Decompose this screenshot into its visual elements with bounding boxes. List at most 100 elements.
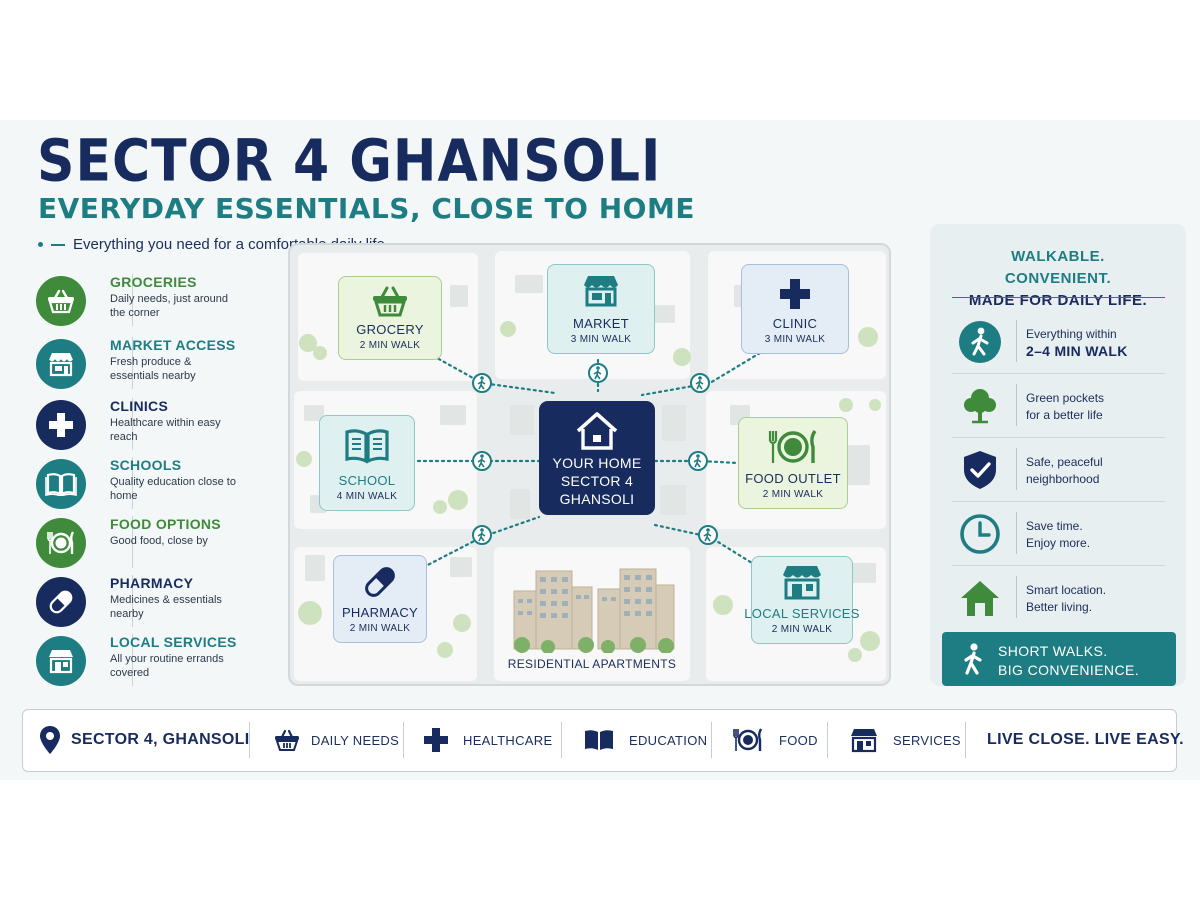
clock-icon: [958, 512, 1002, 556]
shop-icon: [851, 729, 877, 753]
walking-person-icon: [964, 643, 982, 675]
storefront-icon: [584, 276, 618, 307]
feature-title: LOCAL SERVICES: [110, 634, 237, 650]
benefit-divider: [1016, 320, 1017, 362]
feature-divider: [132, 575, 133, 627]
walking-person-icon: [698, 525, 718, 545]
map-card-food-outlet: FOOD OUTLET 2 MIN WALK: [738, 417, 848, 509]
footer-education: EDUCATION: [583, 710, 707, 770]
walk-time: 2 MIN WALK: [359, 340, 421, 351]
feature-groceries: GROCERIES Daily needs, just around the c…: [36, 274, 281, 330]
page-subtitle: EVERYDAY ESSENTIALS, CLOSE TO HOME: [38, 192, 695, 225]
feature-food-options: FOOD OPTIONS Good food, close by: [36, 516, 281, 572]
feature-schools: SCHOOLS Quality education close to home: [36, 457, 281, 513]
benefit-highlight: 2–4 MIN WALK: [1026, 343, 1128, 359]
footer-divider: [965, 722, 966, 758]
footer-slogan-text: LIVE CLOSE. LIVE EASY.: [987, 731, 1184, 748]
home-label-line: SECTOR 4: [560, 473, 634, 489]
footer-slogan: LIVE CLOSE. LIVE EASY.: [987, 710, 1184, 770]
walking-person-icon: [472, 525, 492, 545]
walking-person-icon: [588, 363, 608, 383]
walking-person-icon: [958, 320, 1002, 364]
walk-time: 2 MIN WALK: [771, 624, 833, 635]
cta-line: BIG CONVENIENCE.: [998, 662, 1139, 678]
benefit-line: Everything within: [1026, 327, 1117, 341]
place-label: SCHOOL: [338, 473, 396, 488]
footer-location: SECTOR 4, GHANSOLI: [39, 710, 249, 770]
benefit-line: Smart location.: [1026, 583, 1107, 597]
home-marker: YOUR HOME SECTOR 4 GHANSOLI: [539, 401, 655, 515]
home-label-line: GHANSOLI: [559, 491, 635, 507]
feature-divider: [132, 457, 133, 509]
home-label-line: YOUR HOME: [552, 455, 642, 471]
plate-cutlery-icon: [36, 518, 86, 568]
benefit-divider: [1016, 512, 1017, 554]
plate-cutlery-icon: [768, 430, 817, 463]
basket-icon: [275, 729, 299, 751]
map-card-local-services: LOCAL SERVICES 2 MIN WALK: [744, 556, 859, 644]
map-card-clinic: CLINIC 3 MIN WALK: [741, 264, 849, 354]
footer-divider: [403, 722, 404, 758]
place-label: FOOD OUTLET: [745, 471, 841, 486]
tagline-dot: [38, 242, 43, 247]
footer-item-label: DAILY NEEDS: [311, 732, 400, 748]
footer-item-label: HEALTHCARE: [463, 732, 553, 748]
feature-title: FOOD OPTIONS: [110, 516, 221, 532]
house-icon: [576, 412, 618, 450]
neighborhood-map: GROCERY 2 MIN WALK MARKET 3 MIN WALK CLI…: [288, 243, 891, 686]
walking-person-icon: [472, 451, 492, 471]
benefit-line: Better living.: [1026, 600, 1093, 614]
benefit-line: Green pockets: [1026, 391, 1105, 405]
footer-divider: [249, 722, 250, 758]
feature-description: Healthcare within easy reach: [110, 417, 221, 443]
walk-time: 4 MIN WALK: [336, 491, 398, 502]
benefit-divider: [1016, 448, 1017, 490]
feature-title: PHARMACY: [110, 575, 194, 591]
tagline-rule-left: [51, 243, 65, 246]
home-label: YOUR HOME SECTOR 4 GHANSOLI: [539, 454, 655, 508]
feature-title: SCHOOLS: [110, 457, 182, 473]
footer-divider: [711, 722, 712, 758]
benefit-walk-time: Everything within 2–4 MIN WALK: [952, 310, 1165, 374]
benefit-line: Safe, peaceful: [1026, 455, 1103, 469]
apartments-label: RESIDENTIAL APARTMENTS: [507, 657, 677, 671]
feature-market-access: MARKET ACCESS Fresh produce & essentials…: [36, 337, 281, 393]
feature-description: Quality education close to home: [110, 476, 236, 502]
feature-title: MARKET ACCESS: [110, 337, 236, 353]
map-card-pharmacy: PHARMACY 2 MIN WALK: [333, 555, 427, 643]
cta-line: SHORT WALKS.: [998, 643, 1108, 659]
feature-description: Medicines & essentials nearby: [110, 594, 222, 620]
place-label: GROCERY: [356, 322, 424, 337]
place-label: CLINIC: [772, 316, 818, 331]
shop-icon: [783, 566, 821, 600]
feature-divider: [132, 274, 133, 326]
apartment-buildings-icon: [513, 568, 675, 653]
medical-cross-icon: [424, 728, 448, 752]
benefit-smart-location: Smart location. Better living.: [952, 566, 1165, 630]
location-pin-icon: [40, 726, 60, 754]
footer-food: FOOD: [731, 710, 818, 770]
feature-local-services: LOCAL SERVICES All your routine errands …: [36, 634, 281, 690]
house-icon: [958, 576, 1002, 620]
feature-clinics: CLINICS Healthcare within easy reach: [36, 398, 281, 454]
map-card-market: MARKET 3 MIN WALK: [547, 264, 655, 354]
cta-text: SHORT WALKS. BIG CONVENIENCE.: [998, 642, 1139, 680]
map-card-grocery: GROCERY 2 MIN WALK: [338, 276, 442, 360]
feature-description: Good food, close by: [110, 535, 208, 547]
feature-pharmacy: PHARMACY Medicines & essentials nearby: [36, 575, 281, 631]
feature-divider: [132, 634, 133, 686]
footer-bar: SECTOR 4, GHANSOLI DAILY NEEDS HEALTHCAR…: [22, 709, 1184, 772]
feature-divider: [132, 398, 133, 450]
footer-divider: [561, 722, 562, 758]
footer-daily-needs: DAILY NEEDS: [273, 710, 399, 770]
benefit-text: Everything within 2–4 MIN WALK: [1026, 326, 1128, 361]
page-title: SECTOR 4 GHANSOLI: [37, 128, 662, 196]
footer-item-label: EDUCATION: [629, 732, 708, 748]
panel-title-line: WALKABLE. CONVENIENT.: [1004, 248, 1112, 287]
panel-title-line: MADE FOR DAILY LIFE.: [968, 292, 1148, 309]
feature-title: GROCERIES: [110, 274, 197, 290]
walking-person-icon: [472, 373, 492, 393]
